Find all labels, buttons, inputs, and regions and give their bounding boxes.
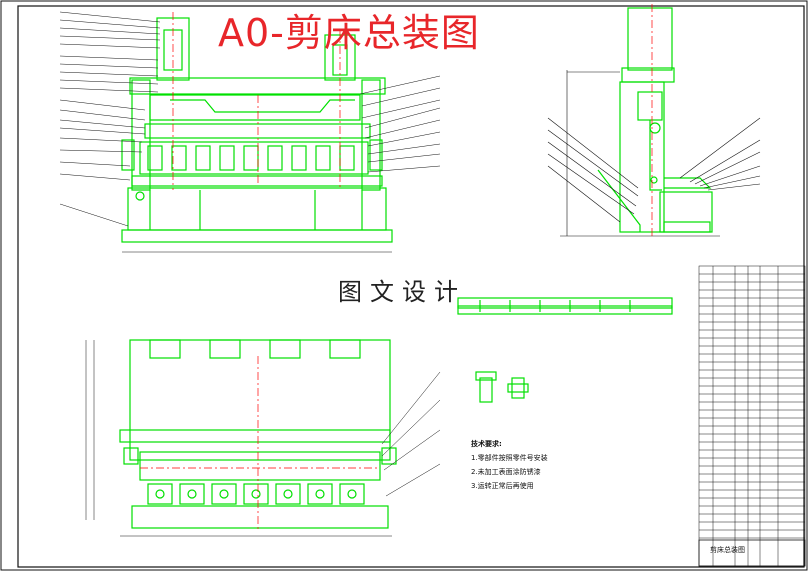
inner-frame xyxy=(17,5,805,568)
side-view xyxy=(597,7,713,233)
drawing-title: A0-剪床总装图 xyxy=(218,11,480,55)
detail-views xyxy=(475,371,529,403)
watermark-text: 图文设计 xyxy=(338,278,466,306)
plan-view-dimensions xyxy=(85,340,441,537)
front-view xyxy=(121,17,393,243)
title-block xyxy=(698,539,806,567)
front-view-leaders xyxy=(59,11,441,253)
blade-strip-view xyxy=(457,297,673,315)
plan-view-centerlines xyxy=(140,356,380,530)
notes-item-2: 2.未加工表面涂防锈漆 xyxy=(471,468,541,476)
notes-item-1: 1.零部件按照零件号安装 xyxy=(471,454,548,462)
notes-item-3: 3.运转正常后再使用 xyxy=(471,482,534,490)
notes-title: 技术要求: xyxy=(471,440,502,448)
side-view-outline xyxy=(547,70,761,237)
technical-notes: 技术要求: 1.零部件按照零件号安装 2.未加工表面涂防锈漆 3.运转正常后再使… xyxy=(471,437,548,493)
title-block-name: 剪床总装图 xyxy=(710,546,745,554)
front-view-centerlines xyxy=(172,12,341,190)
parts-list xyxy=(698,265,806,567)
